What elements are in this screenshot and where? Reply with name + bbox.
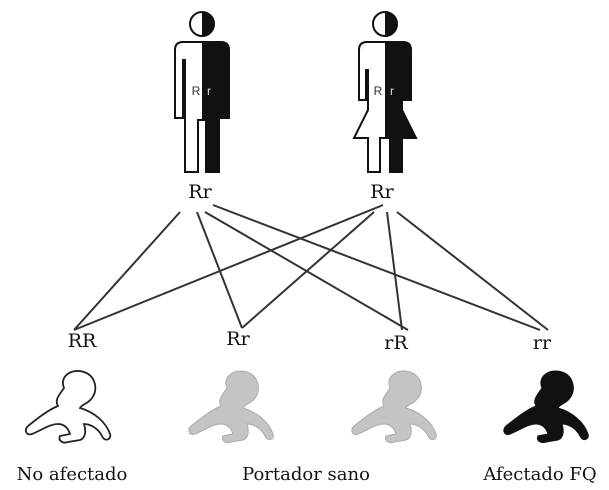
offspring-genotype-4: rr [532, 332, 552, 354]
cross-line [73, 211, 181, 331]
baby-icon [188, 370, 274, 443]
female-parent-icon [352, 11, 418, 173]
caption-unaffected: No afectado [16, 464, 128, 485]
cross-line [386, 211, 403, 331]
baby-icon [351, 370, 437, 443]
cross-lines [73, 204, 549, 331]
cross-line [212, 204, 541, 331]
cross-line [196, 211, 243, 329]
cross-line [73, 204, 384, 331]
caption-carrier: Portador sano [242, 464, 370, 485]
caption-affected: Afectado FQ [483, 464, 597, 485]
female-allele-left: R [373, 84, 383, 98]
female-genotype: Rr [370, 181, 394, 203]
male-genotype: Rr [188, 181, 212, 203]
offspring-genotype-3: rR [384, 332, 408, 354]
cross-line [396, 211, 549, 331]
male-allele-right: r [207, 84, 211, 98]
baby-icon [25, 370, 112, 444]
offspring-genotype-2: Rr [226, 328, 250, 350]
offspring-genotype-1: RR [67, 330, 97, 352]
cross-line [241, 211, 375, 329]
male-allele-left: R [191, 84, 201, 98]
baby-icon [503, 370, 589, 443]
female-allele-right: r [390, 84, 394, 98]
male-parent-icon [174, 11, 230, 173]
